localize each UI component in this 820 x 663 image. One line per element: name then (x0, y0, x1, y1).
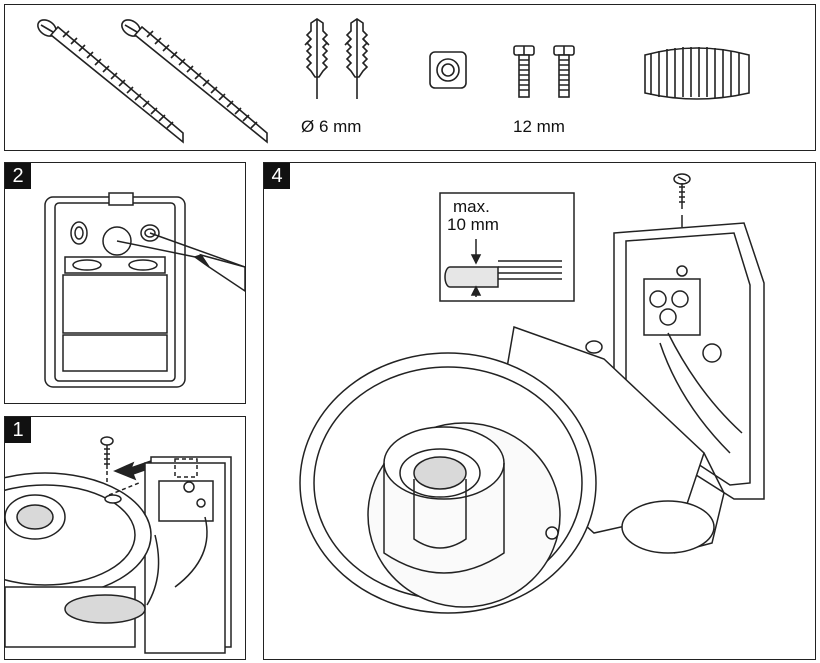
wall-plug-icon (344, 18, 370, 99)
square-nut-icon (429, 51, 467, 89)
step-number-badge: 4 (264, 163, 290, 189)
step-4-illustration (299, 173, 765, 614)
wall-plug-icon (304, 18, 330, 99)
wood-screw-icon (121, 19, 268, 144)
wall-plug-size-label: Ø 6 mm (301, 117, 362, 136)
step-2-illustration (44, 192, 245, 388)
wood-screw-icon (37, 19, 184, 144)
screw-icon (100, 436, 114, 469)
screw-icon (673, 173, 691, 209)
step-1-panel: 1 (4, 416, 246, 660)
step-2-panel: 2 (4, 162, 246, 404)
step-number-badge: 1 (5, 417, 31, 443)
step-4-panel: 4 (263, 162, 816, 660)
step-number-badge: 2 (5, 163, 31, 189)
parts-illustration (37, 18, 750, 144)
machine-screw-length-label: 12 mm (513, 117, 565, 136)
strip-length-label-line2: 10 mm (447, 215, 499, 234)
rubber-seal-icon (644, 47, 750, 100)
strip-length-label-line1: max. (453, 197, 490, 216)
parts-panel: Ø 6 mm 12 mm (4, 4, 816, 151)
machine-screw-icon (513, 45, 535, 98)
step-1-illustration (5, 436, 232, 654)
machine-screw-icon (553, 45, 575, 98)
